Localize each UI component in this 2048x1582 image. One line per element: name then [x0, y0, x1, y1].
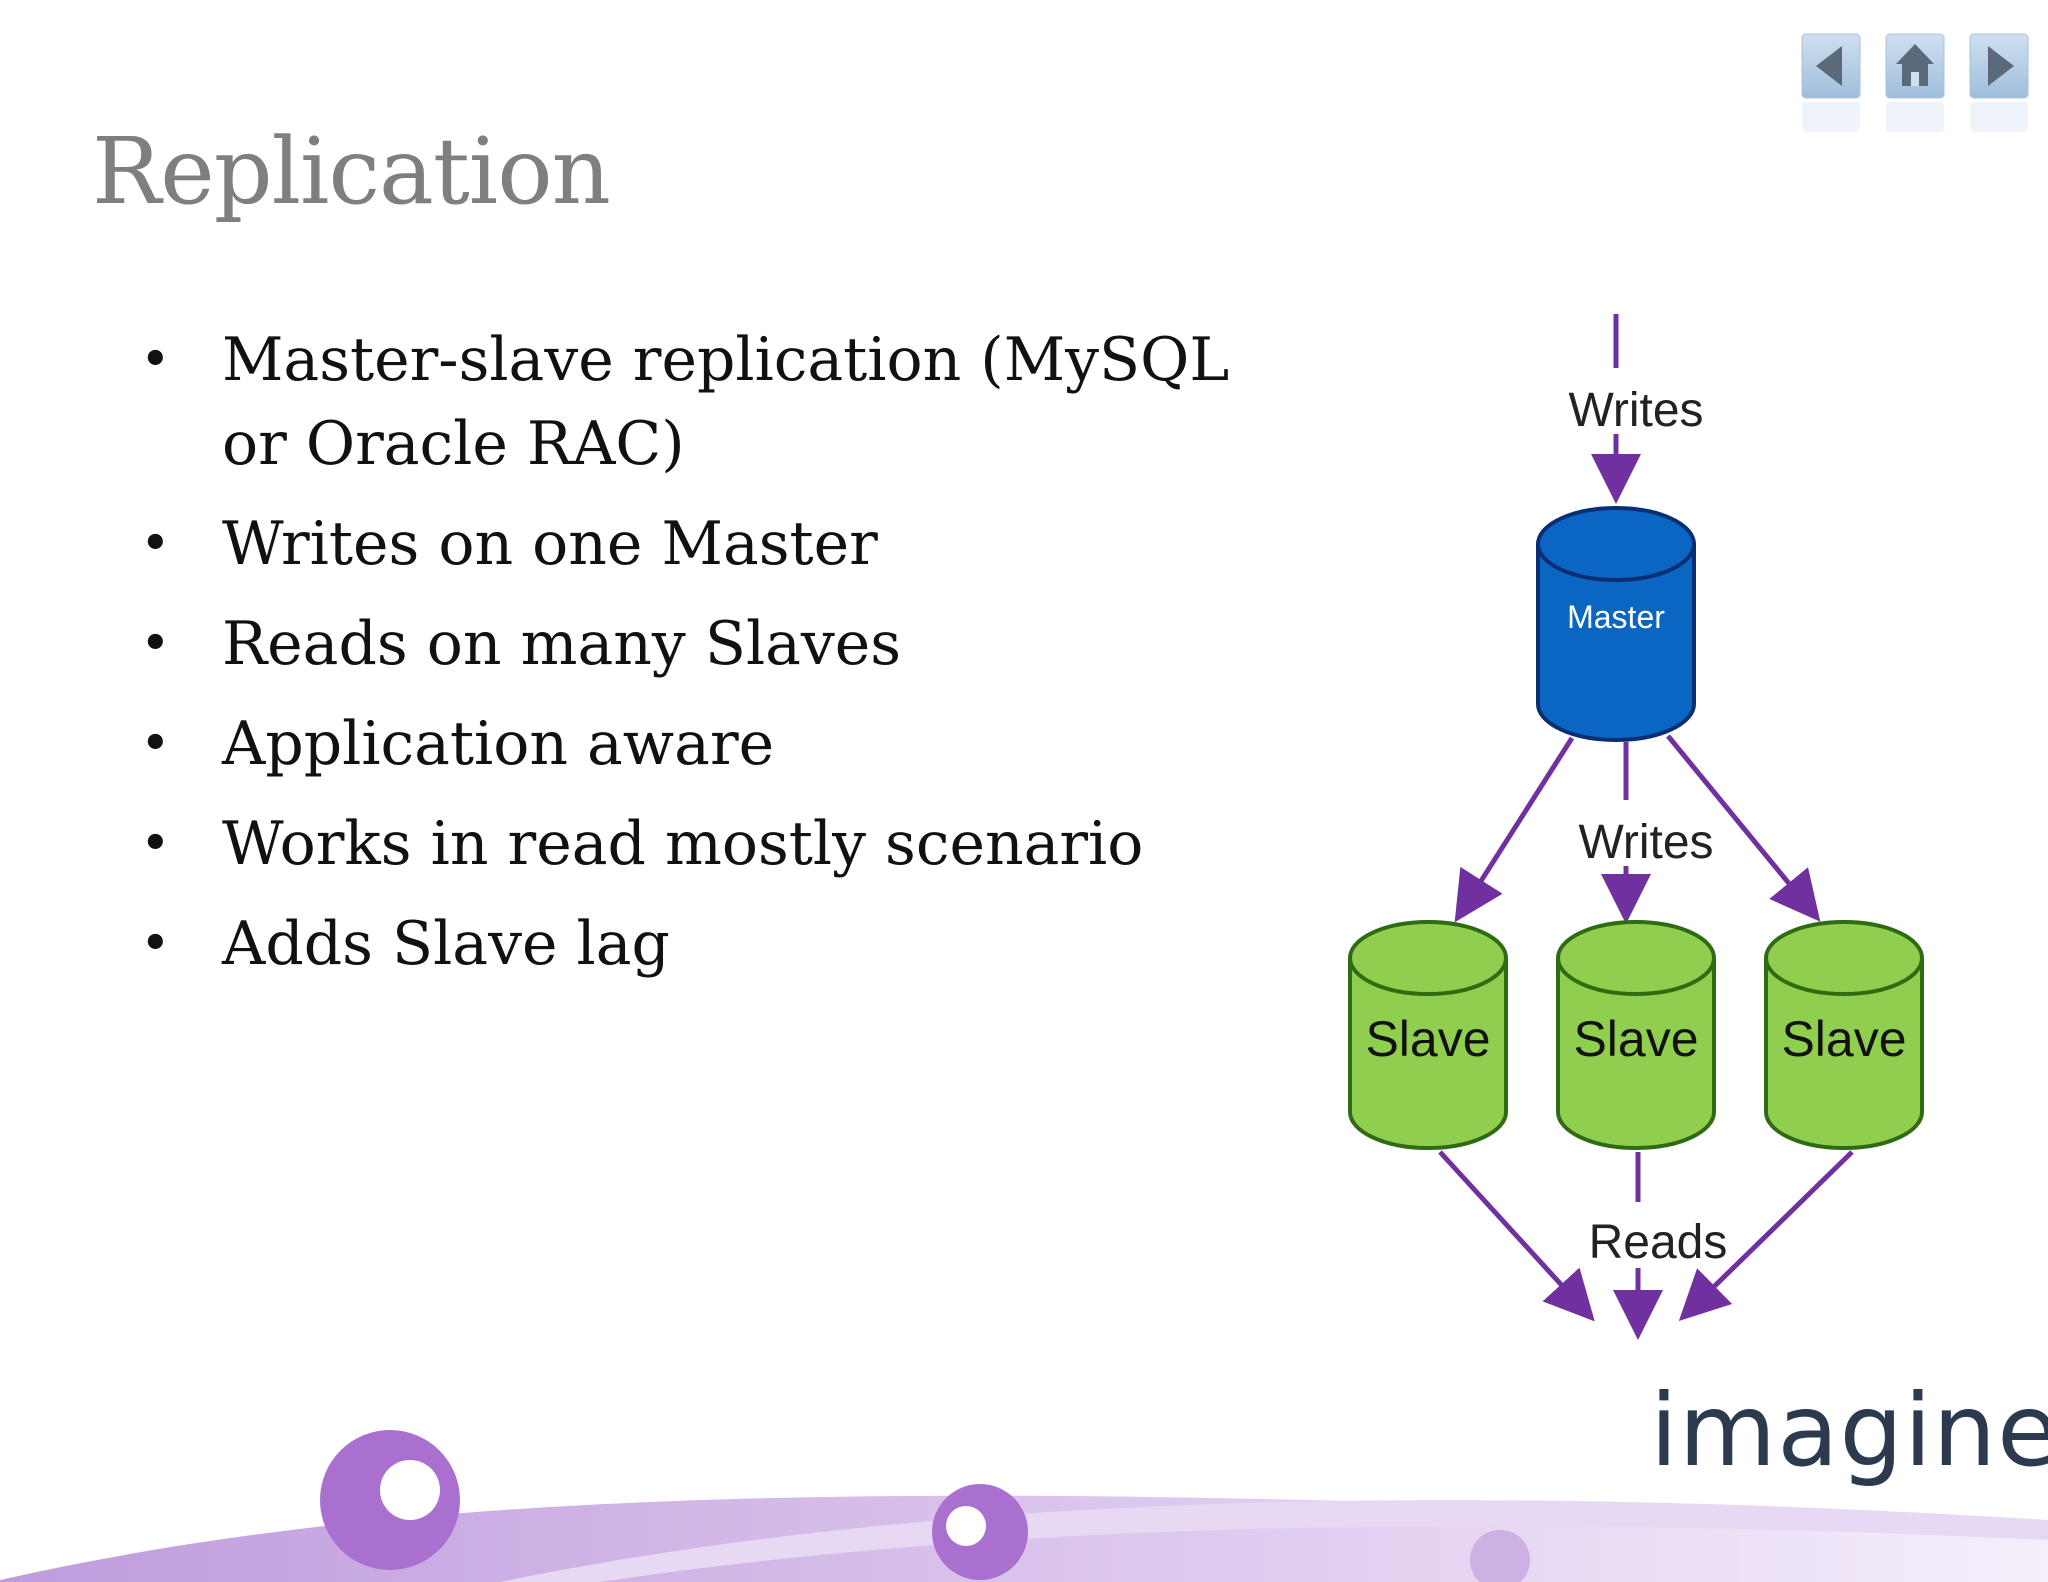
slave-database-icon: Slave — [1764, 920, 1924, 1150]
slave-database-icon: Slave — [1556, 920, 1716, 1150]
bullet-marker: • — [140, 814, 171, 874]
bullet-text: Writes on one Master — [222, 509, 878, 579]
read-arrow-left — [1438, 1150, 1595, 1322]
bullet-text: Works in read mostly scenario — [222, 809, 1144, 879]
gear-icon — [320, 1430, 460, 1570]
home-slide-button[interactable] — [1884, 30, 1946, 132]
master-label: Master — [1567, 599, 1665, 635]
bullet-text: Reads on many Slaves — [222, 609, 902, 679]
bullet-marker: • — [140, 330, 171, 390]
prev-slide-button[interactable] — [1800, 30, 1862, 132]
bullet-item: • Writes on one Master — [140, 502, 1290, 586]
footer-decoration — [0, 1430, 2048, 1582]
read-arrow-right — [1678, 1150, 1854, 1321]
slave-label: Slave — [1365, 1011, 1490, 1067]
bullet-marker: • — [140, 714, 171, 774]
home-icon — [1885, 33, 1945, 132]
slide-title: Replication — [92, 118, 611, 225]
footer-swoosh-secondary — [500, 1500, 2048, 1582]
slave-label: Slave — [1573, 1011, 1698, 1067]
writes-top-label: Writes — [1568, 384, 1703, 437]
bullet-item: • Application aware — [140, 702, 1290, 786]
gear-icon — [1470, 1530, 1530, 1582]
bullet-marker: • — [140, 914, 171, 974]
replicate-arrow-right — [1666, 734, 1821, 922]
slave-label: Slave — [1781, 1011, 1906, 1067]
bullet-item: • Works in read mostly scenario — [140, 802, 1290, 886]
bullet-text: Application aware — [222, 709, 775, 779]
next-slide-button[interactable] — [1968, 30, 2030, 132]
imaginea-logo: imaginea — [1650, 1372, 2048, 1489]
bullet-list: • Master-slave replication (MySQL or Orac… — [140, 318, 1290, 1002]
bullet-item: • Master-slave replication (MySQL or Orac… — [140, 318, 1290, 486]
bullet-item: • Reads on many Slaves — [140, 602, 1290, 686]
replicate-arrow-left — [1454, 736, 1575, 923]
bullet-text: Master-slave replication (MySQL or Oracl… — [222, 325, 1230, 479]
bullet-text: Adds Slave lag — [222, 909, 670, 979]
reads-label: Reads — [1589, 1216, 1728, 1269]
triangle-left-icon — [1801, 33, 1861, 132]
gear-icon — [932, 1484, 1028, 1580]
slide-navigation — [1800, 30, 2030, 140]
writes-mid-label: Writes — [1578, 816, 1713, 869]
slave-database-icon: Slave — [1348, 920, 1508, 1150]
bullet-marker: • — [140, 614, 171, 674]
bullet-marker: • — [140, 514, 171, 574]
bullet-item: • Adds Slave lag — [140, 902, 1290, 986]
triangle-right-icon — [1969, 33, 2029, 132]
master-database-icon: Master — [1536, 506, 1696, 742]
